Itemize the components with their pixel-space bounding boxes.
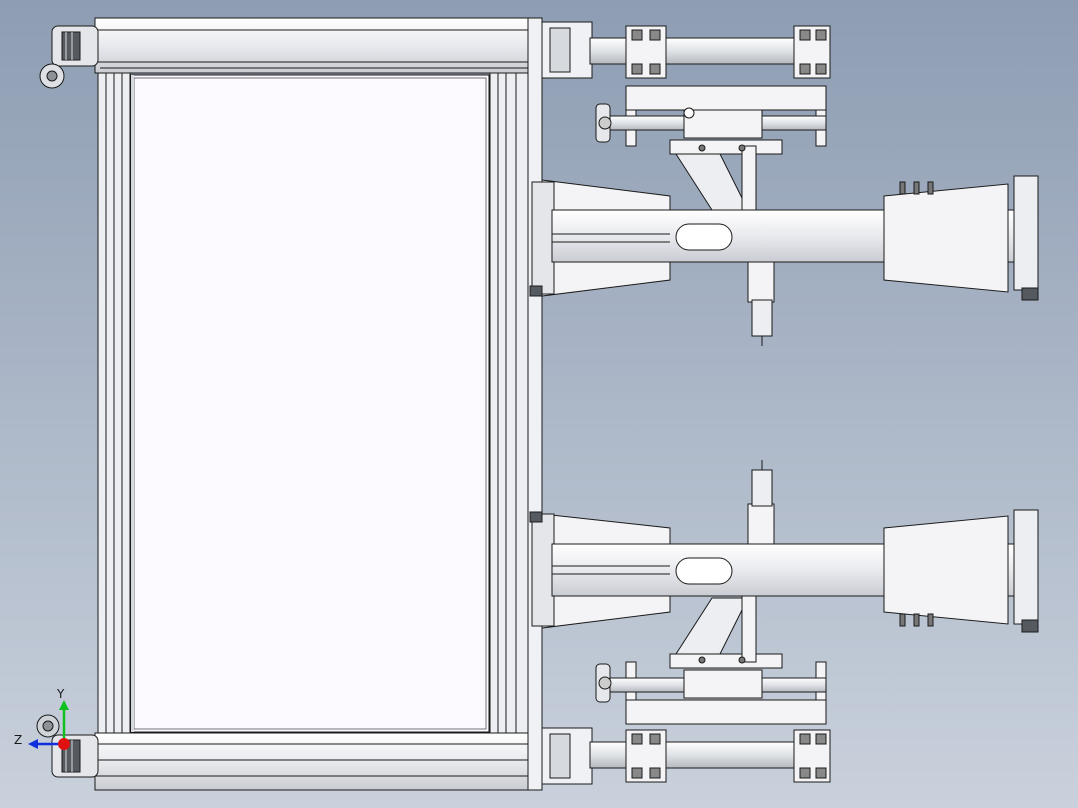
top-guide-assembly[interactable]: [589, 25, 831, 147]
upper-arm-assembly[interactable]: [529, 139, 1039, 346]
caster-top[interactable]: [39, 25, 99, 89]
right-post: [489, 72, 529, 734]
x-axis-dot: [58, 738, 70, 750]
bottom-profile: [94, 732, 543, 791]
mount-strip: [541, 21, 593, 785]
y-axis-label: Y: [56, 687, 65, 701]
z-axis-label: Z: [14, 733, 22, 747]
coordinate-triad: Y Z: [14, 687, 70, 750]
glass-panel: [130, 74, 490, 733]
lower-arm-assembly[interactable]: [529, 460, 1039, 669]
main-frame[interactable]: [94, 17, 543, 791]
y-axis-head: [59, 700, 69, 710]
z-axis-head: [28, 739, 38, 749]
top-profile: [94, 17, 543, 74]
bottom-guide-assembly[interactable]: [589, 661, 831, 783]
